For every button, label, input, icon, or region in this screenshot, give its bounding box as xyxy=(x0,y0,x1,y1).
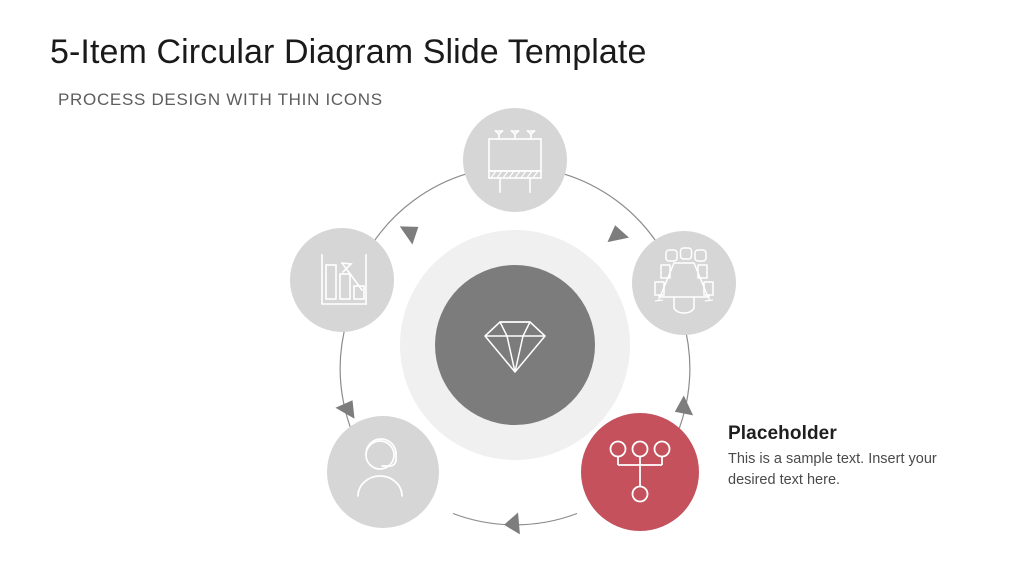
declining-bar-chart-icon xyxy=(321,254,367,305)
node-circle-bottom-left[interactable] xyxy=(327,416,439,528)
arrowhead-right xyxy=(674,395,694,416)
sidebar-node-bottom-left[interactable] xyxy=(327,416,439,528)
hub-group[interactable] xyxy=(400,230,630,460)
billboard-icon xyxy=(488,129,542,193)
sidebar-node-right[interactable] xyxy=(632,231,736,335)
hub-core xyxy=(435,265,595,425)
callout-body: This is a sample text. Insert your desir… xyxy=(728,451,937,488)
arrowhead-top-left xyxy=(399,226,419,245)
page-title: 5-Item Circular Diagram Slide Template xyxy=(50,33,647,71)
callout-text-block: Placeholder This is a sample text. Inser… xyxy=(728,423,943,490)
org-chart-icon xyxy=(609,440,671,503)
flow-arrowheads xyxy=(335,225,694,535)
sidebar-node-left[interactable] xyxy=(290,228,394,332)
arrowhead-left xyxy=(335,400,355,419)
diamond-gem-icon xyxy=(484,321,546,373)
support-headset-icon xyxy=(357,438,403,497)
sidebar-node-top[interactable] xyxy=(463,108,567,212)
arrowhead-top-right xyxy=(607,225,630,243)
flow-arc-top-right xyxy=(562,173,659,245)
conference-table-icon xyxy=(654,247,714,314)
callout-heading: Placeholder xyxy=(728,423,837,444)
node-circle-left[interactable] xyxy=(290,228,394,332)
flow-arc-top-left xyxy=(371,173,468,245)
node-circle-right[interactable] xyxy=(632,231,736,335)
page-subtitle: PROCESS DESIGN WITH THIN ICONS xyxy=(58,90,383,109)
circular-diagram xyxy=(270,100,760,560)
sidebar-node-bottom-right[interactable] xyxy=(581,413,699,531)
arrowhead-bottom xyxy=(504,512,520,535)
node-circle-top[interactable] xyxy=(463,108,567,212)
